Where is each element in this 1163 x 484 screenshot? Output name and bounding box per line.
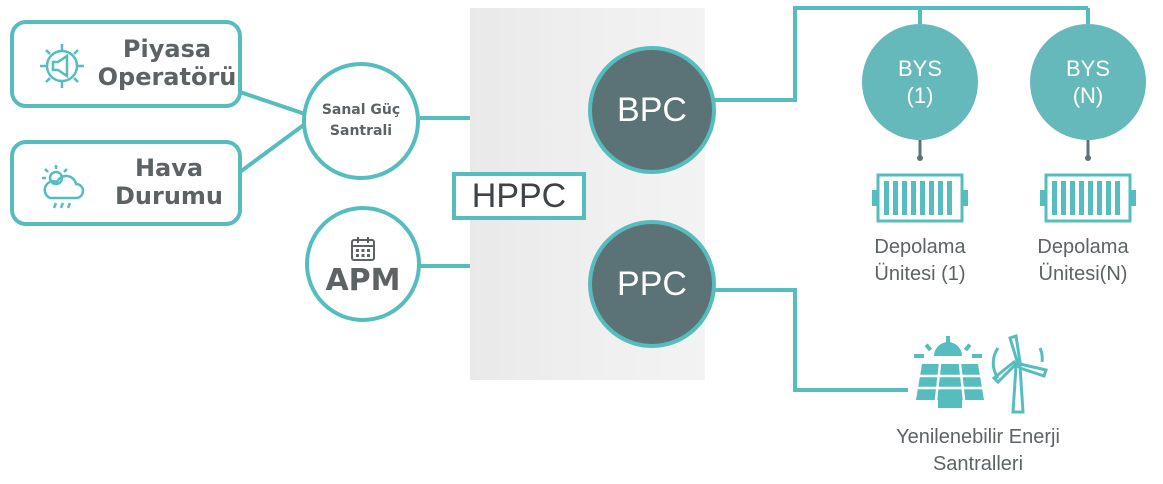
battery-container-icon xyxy=(1040,173,1136,223)
solar-panel-icon xyxy=(914,336,984,408)
hppc-box: HPPC xyxy=(452,172,586,220)
virtual-power-plant-label: Sanal Güç Santrali xyxy=(321,102,401,139)
line-weather-to-vpp xyxy=(238,122,307,174)
battery-container-icon xyxy=(872,173,968,223)
wind-turbine-icon xyxy=(991,334,1048,414)
market-operator-box: Piyasa Operatörü xyxy=(10,20,242,108)
bpc-node: BPC xyxy=(588,46,716,174)
line-market-to-vpp xyxy=(239,90,306,116)
virtual-power-plant-node: Sanal Güç Santrali xyxy=(302,62,420,180)
apm-label: APM xyxy=(325,262,401,298)
bys-n-label: BYS (N) xyxy=(1065,55,1111,109)
hppc-label: HPPC xyxy=(471,176,567,215)
apm-node: APM xyxy=(305,206,421,322)
bys-n-node: BYS (N) xyxy=(1030,24,1146,140)
weather-label: Hava Durumu xyxy=(114,154,224,210)
weather-box: Hava Durumu xyxy=(10,140,242,226)
market-operator-label: Piyasa Operatörü xyxy=(97,35,237,91)
bys-1-node: BYS (1) xyxy=(862,24,978,140)
weather-icon xyxy=(42,165,85,209)
bys-1-label: BYS (1) xyxy=(897,55,943,109)
gear-megaphone-icon xyxy=(40,44,84,88)
storage-n-label: Depolama Ünitesi(N) xyxy=(1037,236,1129,285)
renewables-label: Yenilenebilir Enerji Santralleri xyxy=(896,426,1060,475)
line-bpc-to-bys xyxy=(712,6,1088,102)
ppc-node: PPC xyxy=(588,220,716,348)
bpc-label: BPC xyxy=(617,90,687,129)
storage-1-label: Depolama Ünitesi (1) xyxy=(874,236,966,285)
calendar-icon xyxy=(351,236,375,261)
line-ppc-to-renewables xyxy=(712,288,908,392)
ppc-label: PPC xyxy=(617,264,687,303)
